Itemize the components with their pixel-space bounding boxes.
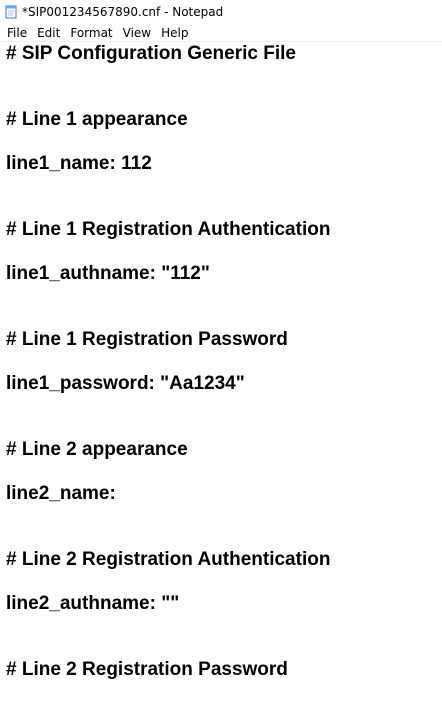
- menu-format[interactable]: Format: [70, 25, 113, 40]
- menu-file[interactable]: File: [7, 25, 28, 40]
- text-line: line1_authname: "112": [6, 263, 210, 284]
- notepad-icon: [4, 5, 18, 19]
- text-line: # Line 2 Registration Password: [6, 659, 288, 680]
- text-line: line2_authname: "": [6, 593, 180, 614]
- text-editor-area[interactable]: # SIP Configuration Generic File # Line …: [0, 42, 442, 705]
- text-line: # Line 2 appearance: [6, 439, 188, 460]
- window-title: *SIP001234567890.cnf - Notepad: [22, 5, 224, 19]
- text-line: line1_password: "Aa1234": [6, 373, 245, 394]
- menu-bar: File Edit Format View Help: [0, 24, 442, 42]
- menu-help[interactable]: Help: [161, 25, 189, 40]
- text-line: # Line 2 Registration Authentication: [6, 549, 331, 570]
- text-line: # SIP Configuration Generic File: [6, 43, 296, 64]
- title-bar[interactable]: *SIP001234567890.cnf - Notepad: [0, 0, 442, 24]
- menu-edit[interactable]: Edit: [37, 25, 61, 40]
- text-line: line2_name:: [6, 483, 116, 504]
- menu-view[interactable]: View: [122, 25, 152, 40]
- text-line: # Line 1 appearance: [6, 109, 188, 130]
- text-line: # Line 1 Registration Authentication: [6, 219, 331, 240]
- text-line: line1_name: 112: [6, 153, 152, 174]
- text-line: # Line 1 Registration Password: [6, 329, 288, 350]
